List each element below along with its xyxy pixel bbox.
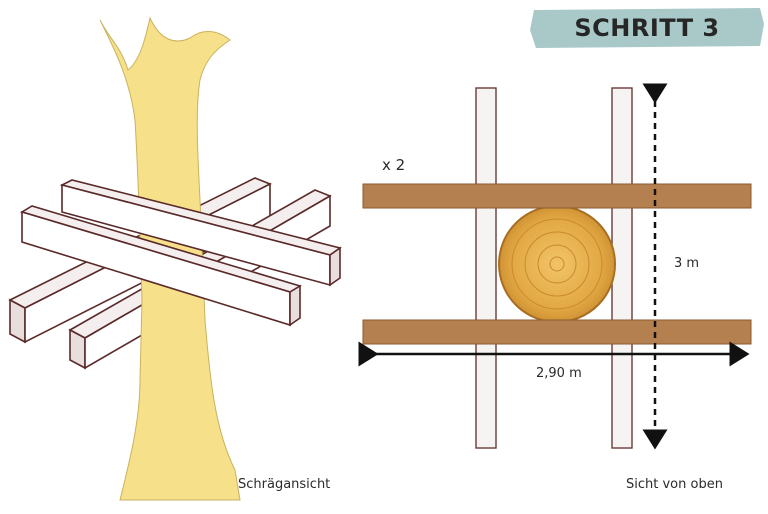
multiplier-label: x 2 [382,156,406,174]
log-cross-section [498,205,616,323]
top-view-caption: Sicht von oben [626,477,723,492]
step-badge: SCHRITT 3 [532,8,762,48]
plank-bottom [362,319,752,345]
step-title: SCHRITT 3 [574,14,720,42]
beam-front-top [59,179,342,287]
length-vertical-label: 3 m [674,256,700,271]
plank-top [362,183,752,209]
vertical-beam-left [475,87,497,449]
top-view-drawing [358,83,752,450]
length-horizontal-label: 2,90 m [536,366,582,381]
oblique-view-caption: Schrägansicht [238,477,331,492]
badge-background [530,8,764,48]
beam-front-bottom [20,205,302,327]
oblique-view-drawing [8,16,342,501]
